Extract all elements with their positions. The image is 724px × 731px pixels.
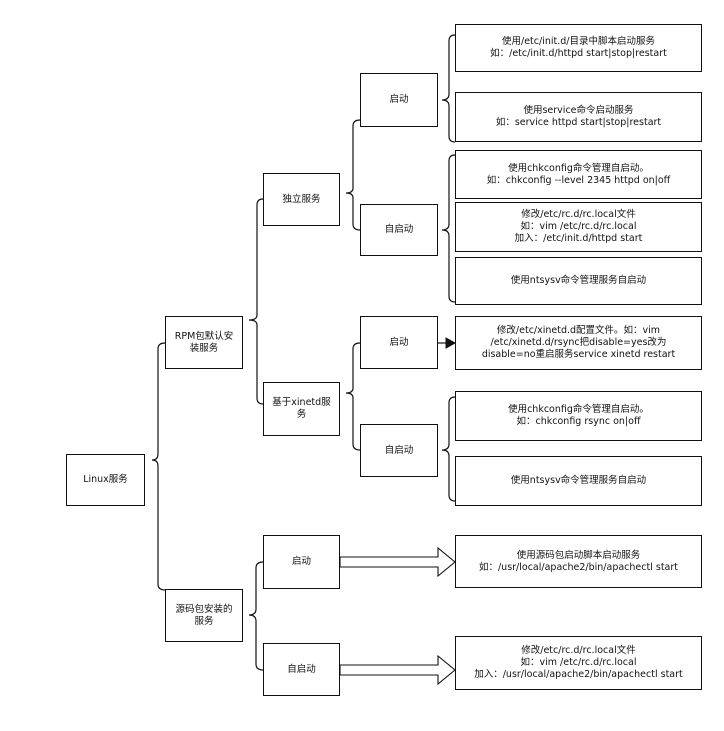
node-standalone-start-item-1: 使用/etc/init.d/目录中脚本启动服务 如：/etc/init.d/ht… [455,24,702,72]
node-standalone-services: 独立服务 [263,173,340,226]
node-label-line-2: 服务 [194,615,214,627]
node-standalone-autostart-item-3: 使用ntsysv命令管理服务自启动 [455,257,702,305]
node-label: 自启动 [384,224,414,235]
bracket-source [248,561,264,671]
item-line-1: 使用chkconfig命令管理自启动。 [508,404,649,415]
block-arrow-source-start [339,546,456,578]
item-line-3: 加入：/usr/local/apache2/bin/apachectl star… [474,669,683,680]
node-label: 启动 [389,336,409,348]
item-line-2: 如：vim /etc/rc.d/rc.local [520,657,637,668]
item-line-1: 修改/etc/rc.d/rc.local文件 [521,645,636,656]
node-label: 启动 [389,94,409,105]
item-line-1: 修改/etc/rc.d/rc.local文件 [521,209,636,220]
node-label: 自启动 [287,663,316,675]
node-label-line-1: 基于xinetd服 [272,397,331,408]
bracket-xinetd-autostart [441,396,456,502]
node-xinetd-autostart: 自启动 [360,424,438,477]
node-source-start: 启动 [263,535,340,589]
bracket-root [151,342,166,591]
node-label: Linux服务 [83,474,128,485]
block-arrow-source-autostart [339,654,456,686]
item-line-2: 如：chkconfig rsync on|off [516,416,641,427]
node-xinetd-start-item-1: 修改/etc/xinetd.d配置文件。如：vim /etc/xinetd.d/… [455,316,702,370]
node-label: 独立服务 [282,193,321,205]
bracket-rpm [248,198,264,405]
item-line-3: 加入：/etc/init.d/httpd start [514,233,643,244]
node-standalone-autostart-item-2: 修改/etc/rc.d/rc.local文件 如：vim /etc/rc.d/r… [455,202,702,252]
item-line-1: 使用ntsysv命令管理服务自启动 [510,475,647,486]
item-line-1: 使用chkconfig命令管理自启动。 [508,162,649,174]
node-source-installed-services: 源码包安装的 服务 [165,589,243,642]
node-xinetd-autostart-item-2: 使用ntsysv命令管理服务自启动 [455,456,702,506]
node-label: 自启动 [384,444,414,456]
node-rpm-default-services: RPM包默认安 装服务 [165,316,243,369]
item-line-2: 如：/usr/local/apache2/bin/apachectl start [478,561,678,573]
arrow-xinetd-start-head [445,337,457,349]
item-line-1: 使用ntsysv命令管理服务自启动 [510,275,647,286]
node-xinetd-services: 基于xinetd服 务 [263,382,340,436]
bracket-xinetd [345,342,361,451]
node-standalone-autostart-item-1: 使用chkconfig命令管理自启动。 如：chkconfig --level … [455,150,702,199]
node-source-autostart-item-1: 修改/etc/rc.d/rc.local文件 如：vim /etc/rc.d/r… [455,636,702,690]
item-line-1: 使用源码包启动脚本启动服务 [516,549,641,561]
item-line-3: disable=no重启服务service xinetd restart [481,349,676,360]
node-label-line-1: RPM包默认安 [174,330,234,342]
item-line-1: 修改/etc/xinetd.d配置文件。如：vim [496,325,661,336]
node-label-line-2: 务 [296,409,307,420]
node-source-start-item-1: 使用源码包启动脚本启动服务 如：/usr/local/apache2/bin/a… [455,535,702,588]
item-line-2: 如：/etc/init.d/httpd start|stop|restart [490,48,667,59]
bracket-standalone-start [441,34,456,143]
node-standalone-autostart: 自启动 [360,204,438,256]
item-line-2: 如：service httpd start|stop|restart [495,117,662,128]
item-line-1: 使用service命令启动服务 [523,105,634,116]
node-linux-services: Linux服务 [66,454,145,506]
node-label: 启动 [291,556,311,567]
item-line-1: 使用/etc/init.d/目录中脚本启动服务 [502,36,655,47]
node-xinetd-autostart-item-1: 使用chkconfig命令管理自启动。 如：chkconfig rsync on… [455,391,702,441]
node-label-line-1: 源码包安装的 [175,603,233,615]
bracket-standalone [345,119,361,231]
bracket-standalone-autostart [441,154,456,303]
node-standalone-start: 启动 [360,73,438,127]
node-xinetd-start: 启动 [360,316,438,369]
item-line-2: 如：chkconfig --level 2345 httpd on|off [486,174,671,186]
node-label-line-2: 装服务 [189,342,219,354]
item-line-2: 如：vim /etc/rc.d/rc.local [520,221,637,232]
node-standalone-start-item-2: 使用service命令启动服务 如：service httpd start|st… [455,92,702,142]
node-source-autostart: 自启动 [263,643,340,696]
item-line-2: /etc/xinetd.d/rsync把disable=yes改为 [490,337,667,348]
